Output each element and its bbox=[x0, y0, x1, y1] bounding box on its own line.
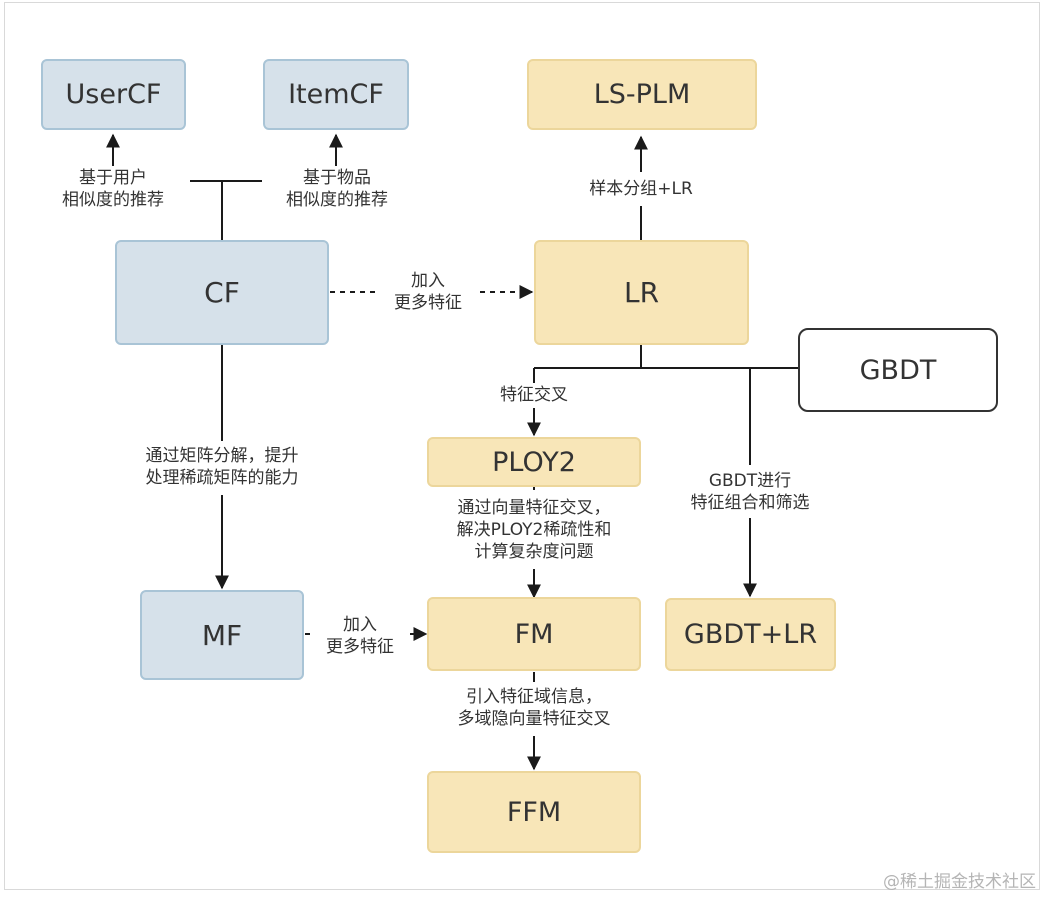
ffm-node: FFM bbox=[427, 771, 641, 853]
mf-fm-edge-label: 加入 更多特征 bbox=[312, 614, 408, 658]
mf-fm-edge-label-line-1: 加入 bbox=[343, 615, 377, 635]
usercf-edge-label-line-1: 基于用户 bbox=[79, 168, 147, 188]
cf-lr-edge-label: 加入 更多特征 bbox=[380, 270, 476, 314]
gbdt-edge-label-line-1: GBDT进行 bbox=[708, 471, 792, 491]
lsplm-node: LS-PLM bbox=[527, 59, 757, 130]
cf-mf-edge-label-line-2: 处理稀疏矩阵的能力 bbox=[145, 468, 299, 488]
cf-mf-edge-label: 通过矩阵分解，提升 处理稀疏矩阵的能力 bbox=[117, 445, 327, 489]
lr-node: LR bbox=[534, 240, 749, 345]
cf-mf-edge-label-line-1: 通过矩阵分解，提升 bbox=[145, 446, 299, 466]
fm-node: FM bbox=[427, 597, 641, 671]
lr-ploy2-edge-label-line-1: 特征交叉 bbox=[500, 385, 568, 405]
itemcf-edge-label-line-1: 基于物品 bbox=[303, 168, 371, 188]
ploy2-fm-edge-label-line-2: 解决PLOY2稀疏性和 bbox=[456, 520, 612, 540]
cf-node: CF bbox=[115, 240, 329, 345]
gbdt-lr-node: GBDT+LR bbox=[665, 598, 836, 671]
fm-ffm-edge-label-line-2: 多域隐向量特征交叉 bbox=[457, 709, 611, 729]
fm-ffm-edge-label: 引入特征域信息， 多域隐向量特征交叉 bbox=[429, 686, 639, 730]
lsplm-edge-label: 样本分组+LR bbox=[566, 178, 716, 200]
gbdt-node: GBDT bbox=[798, 328, 998, 412]
mf-fm-edge-label-line-2: 更多特征 bbox=[326, 637, 394, 657]
mf-node: MF bbox=[140, 590, 304, 680]
cf-lr-edge-label-line-2: 更多特征 bbox=[394, 293, 462, 313]
lsplm-edge-label-line-1: 样本分组+LR bbox=[589, 179, 693, 199]
ploy2-fm-edge-label-line-1: 通过向量特征交叉， bbox=[457, 498, 611, 518]
usercf-node: UserCF bbox=[41, 59, 186, 130]
diagram-frame bbox=[4, 2, 1040, 890]
cf-lr-edge-label-line-1: 加入 bbox=[411, 271, 445, 291]
watermark: @稀土掘金技术社区 bbox=[883, 872, 1036, 892]
gbdt-edge-label-line-2: 特征组合和筛选 bbox=[690, 493, 810, 513]
ploy2-fm-edge-label: 通过向量特征交叉， 解决PLOY2稀疏性和 计算复杂度问题 bbox=[434, 497, 634, 563]
ploy2-fm-edge-label-line-3: 计算复杂度问题 bbox=[474, 542, 594, 562]
itemcf-node: ItemCF bbox=[263, 59, 409, 130]
usercf-edge-label: 基于用户 相似度的推荐 bbox=[38, 167, 188, 211]
ploy2-node: PLOY2 bbox=[427, 437, 641, 487]
usercf-edge-label-line-2: 相似度的推荐 bbox=[62, 190, 164, 210]
itemcf-edge-label: 基于物品 相似度的推荐 bbox=[262, 167, 412, 211]
lr-ploy2-edge-label: 特征交叉 bbox=[484, 384, 584, 406]
itemcf-edge-label-line-2: 相似度的推荐 bbox=[286, 190, 388, 210]
gbdt-edge-label: GBDT进行 特征组合和筛选 bbox=[675, 470, 825, 514]
fm-ffm-edge-label-line-1: 引入特征域信息， bbox=[466, 687, 602, 707]
